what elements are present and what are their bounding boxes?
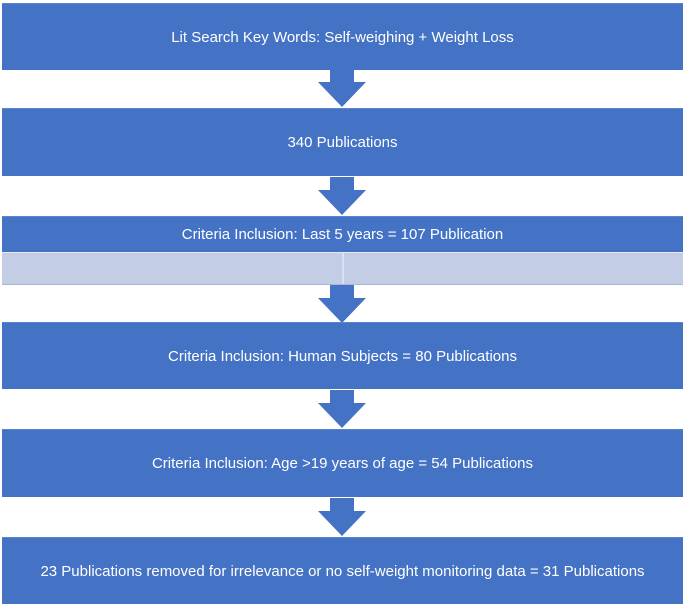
down-arrow-icon xyxy=(318,285,366,323)
flow-step-5: Criteria Inclusion: Age >19 years of age… xyxy=(2,429,683,497)
flow-step-6: 23 Publications removed for irrelevance … xyxy=(2,537,683,604)
flow-step-5-label: Criteria Inclusion: Age >19 years of age… xyxy=(151,455,534,472)
flow-step-6-label: 23 Publications removed for irrelevance … xyxy=(40,562,645,580)
down-arrow-icon xyxy=(318,498,366,536)
flow-step-4: Criteria Inclusion: Human Subjects = 80 … xyxy=(2,322,683,389)
flow-step-2: 340 Publications xyxy=(2,108,683,176)
flow-step-1-label: Lit Search Key Words: Self-weighing + We… xyxy=(171,28,514,46)
flow-step-3-label: Criteria Inclusion: Last 5 years = 107 P… xyxy=(181,226,504,243)
flow-step-4-label: Criteria Inclusion: Human Subjects = 80 … xyxy=(168,347,517,365)
down-arrow-icon xyxy=(318,69,366,107)
down-arrow-icon xyxy=(318,390,366,428)
highlight-band xyxy=(2,252,683,285)
flow-step-2-label: 340 Publications xyxy=(287,134,398,151)
flow-step-1: Lit Search Key Words: Self-weighing + We… xyxy=(2,3,683,70)
flow-step-3: Criteria Inclusion: Last 5 years = 107 P… xyxy=(2,216,683,252)
band-divider xyxy=(342,253,344,284)
down-arrow-icon xyxy=(318,177,366,215)
